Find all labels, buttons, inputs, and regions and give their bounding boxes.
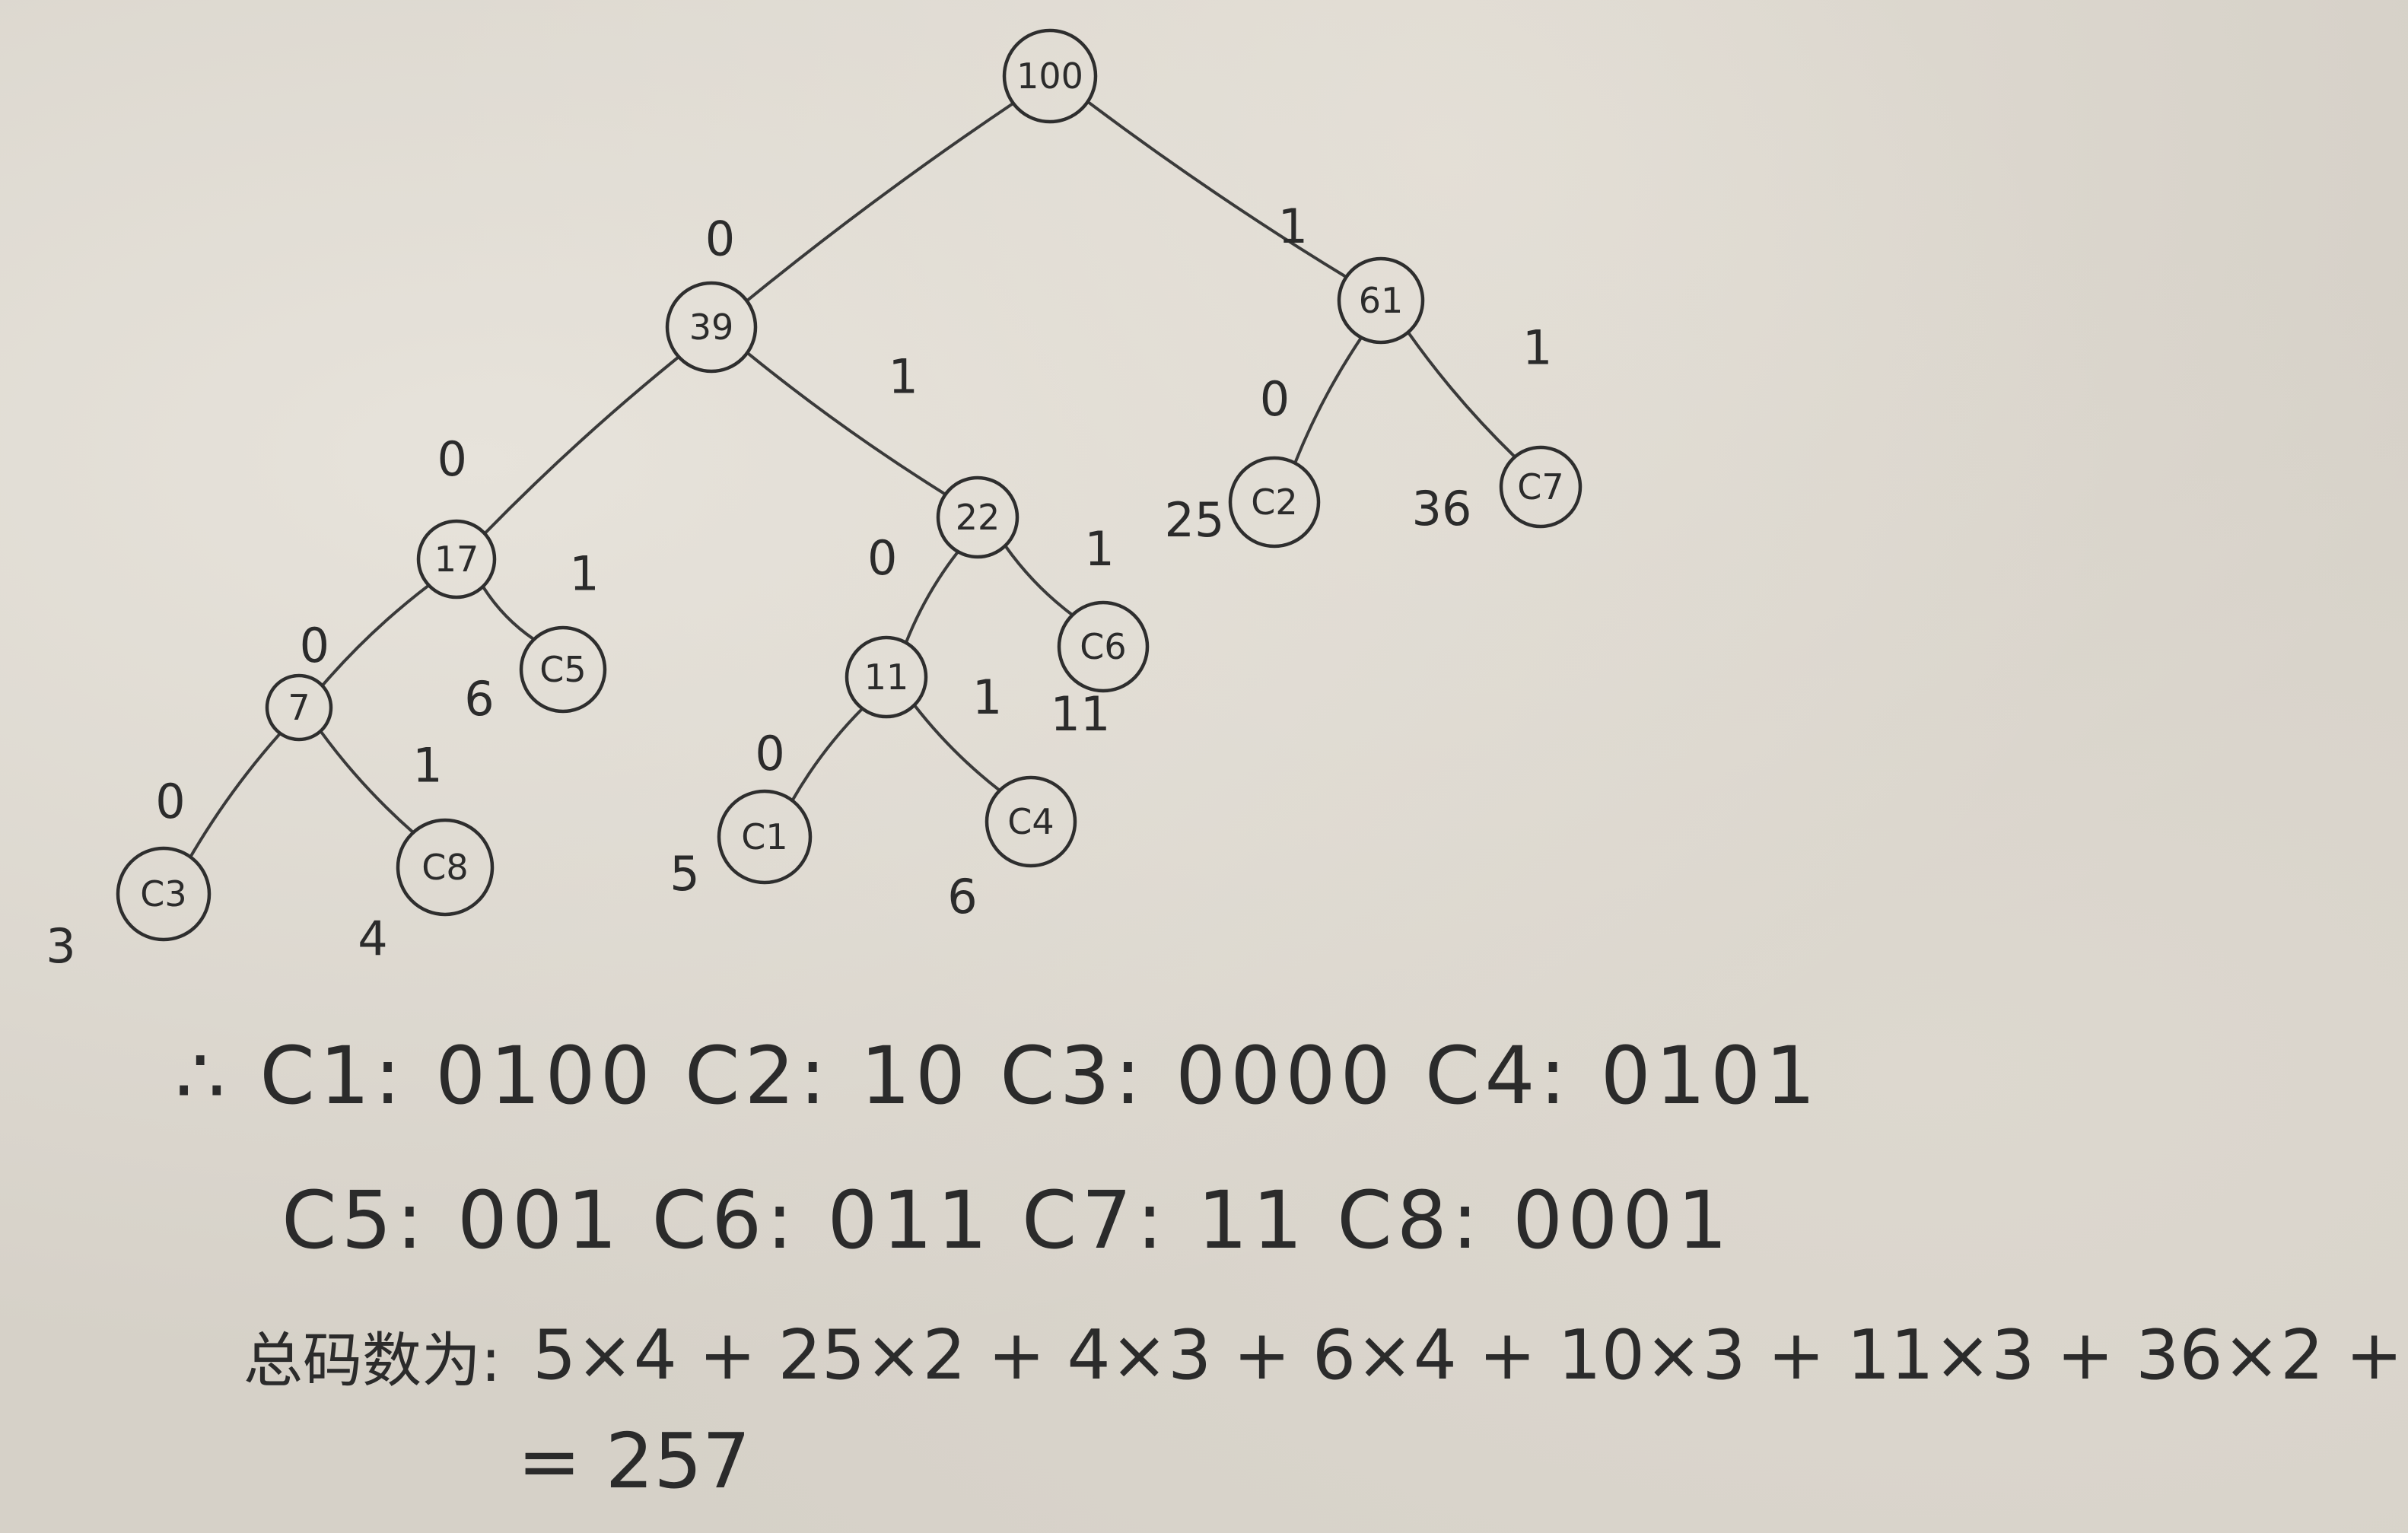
edge-n22-nC6 xyxy=(1004,544,1074,617)
tree-node-nC2: C2 xyxy=(1228,456,1321,549)
tree-node-nC7: C7 xyxy=(1499,445,1583,529)
edge-n100-n39 xyxy=(745,101,1015,303)
tree-node-n100: 100 xyxy=(1002,28,1098,124)
node-label: C2 xyxy=(1251,482,1297,523)
edge-n61-nC7 xyxy=(1406,330,1517,459)
edge-bit-n61-nC7: 1 xyxy=(1522,320,1552,376)
node-circle xyxy=(116,846,212,942)
leaf-weight-nC8: 4 xyxy=(358,911,387,966)
edge-bit-n61-nC2: 0 xyxy=(1260,371,1290,427)
node-circle xyxy=(985,775,1077,868)
node-circle xyxy=(936,475,1020,559)
node-circle xyxy=(1337,256,1425,345)
leaf-weight-nC7: 36 xyxy=(1412,481,1472,536)
edge-bit-n100-n39: 0 xyxy=(705,212,735,267)
edge-bit-n7-nC3: 0 xyxy=(155,774,185,829)
node-circle xyxy=(845,635,928,719)
edge-n17-nC5 xyxy=(481,584,536,641)
tree-node-nC4: C4 xyxy=(985,775,1077,868)
edge-bit-n17-nC5: 1 xyxy=(569,546,599,602)
node-label: 39 xyxy=(689,307,734,348)
node-circle xyxy=(265,673,333,742)
node-circle xyxy=(416,519,497,600)
code-list-row-1: ∴ C1: 0100 C2: 10 C3: 0000 C4: 0101 xyxy=(175,1029,1820,1122)
edge-n22-n11 xyxy=(904,550,960,644)
node-circle xyxy=(519,625,607,714)
edge-bit-n22-n11: 0 xyxy=(867,530,897,586)
node-label: C8 xyxy=(421,847,468,888)
node-circle xyxy=(1057,600,1150,693)
node-label: C6 xyxy=(1080,626,1126,667)
edge-n39-n22 xyxy=(746,351,947,496)
tree-node-n61: 61 xyxy=(1337,256,1425,345)
node-circle xyxy=(717,789,813,885)
edge-n11-nC4 xyxy=(912,703,1001,792)
tree-node-nC5: C5 xyxy=(519,625,607,714)
tree-node-nC1: C1 xyxy=(717,789,813,885)
code-list-row-2: C5: 001 C6: 011 C7: 11 C8: 0001 xyxy=(282,1174,1732,1267)
node-label: 61 xyxy=(1359,280,1404,321)
edge-bit-n39-n17: 0 xyxy=(437,431,467,487)
leaf-weight-nC1: 5 xyxy=(670,846,699,902)
node-label: C4 xyxy=(1007,801,1054,842)
tree-node-n7: 7 xyxy=(265,673,333,742)
leaf-weight-nC5: 6 xyxy=(464,671,494,727)
node-label: C3 xyxy=(140,873,186,914)
edge-n7-nC8 xyxy=(319,729,415,835)
tree-node-nC3: C3 xyxy=(116,846,212,942)
tree-node-n11: 11 xyxy=(845,635,928,719)
edge-bit-n7-nC8: 1 xyxy=(412,738,442,794)
node-circle xyxy=(665,281,758,374)
node-label: 7 xyxy=(288,687,310,728)
edge-n61-nC2 xyxy=(1293,336,1363,465)
leaf-weight-nC6: 11 xyxy=(1051,686,1111,742)
edge-bit-n22-nC6: 1 xyxy=(1084,521,1114,577)
node-circle xyxy=(396,818,495,917)
leaf-weight-nC3: 3 xyxy=(46,918,75,974)
tree-node-n22: 22 xyxy=(936,475,1020,559)
tree-node-n39: 39 xyxy=(665,281,758,374)
edge-bit-n39-n22: 1 xyxy=(888,349,918,405)
node-label: 100 xyxy=(1016,56,1083,97)
edge-bit-n100-n61: 1 xyxy=(1278,199,1308,254)
edge-bit-n17-n7: 0 xyxy=(300,618,329,673)
node-label: C7 xyxy=(1517,466,1563,507)
leaf-weight-nC2: 25 xyxy=(1165,492,1225,548)
node-label: C1 xyxy=(741,816,787,857)
node-label: 22 xyxy=(956,497,1000,538)
node-label: 11 xyxy=(864,657,909,698)
node-label: C5 xyxy=(539,649,586,690)
tree-node-nC6: C6 xyxy=(1057,600,1150,693)
edge-n100-n61 xyxy=(1086,100,1348,279)
edge-bit-n11-nC4: 1 xyxy=(972,669,1002,725)
total-result: = 257 xyxy=(517,1417,750,1506)
edge-bit-n11-nC1: 0 xyxy=(755,726,784,781)
node-circle xyxy=(1228,456,1321,549)
tree-node-nC8: C8 xyxy=(396,818,495,917)
node-label: 17 xyxy=(434,539,479,580)
edge-n11-nC1 xyxy=(790,707,864,803)
edge-n7-nC3 xyxy=(189,731,282,859)
node-circle xyxy=(1499,445,1583,529)
leaf-weight-nC4: 6 xyxy=(947,869,977,924)
total-expression: 5×4 + 25×2 + 4×3 + 6×4 + 10×3 + 11×3 + 3… xyxy=(533,1315,2408,1395)
tree-node-n17: 17 xyxy=(416,519,497,600)
edge-n39-n17 xyxy=(482,355,681,536)
edge-n17-n7 xyxy=(320,584,431,688)
total-label: 总码数为: xyxy=(243,1327,501,1395)
node-circle xyxy=(1002,28,1098,124)
